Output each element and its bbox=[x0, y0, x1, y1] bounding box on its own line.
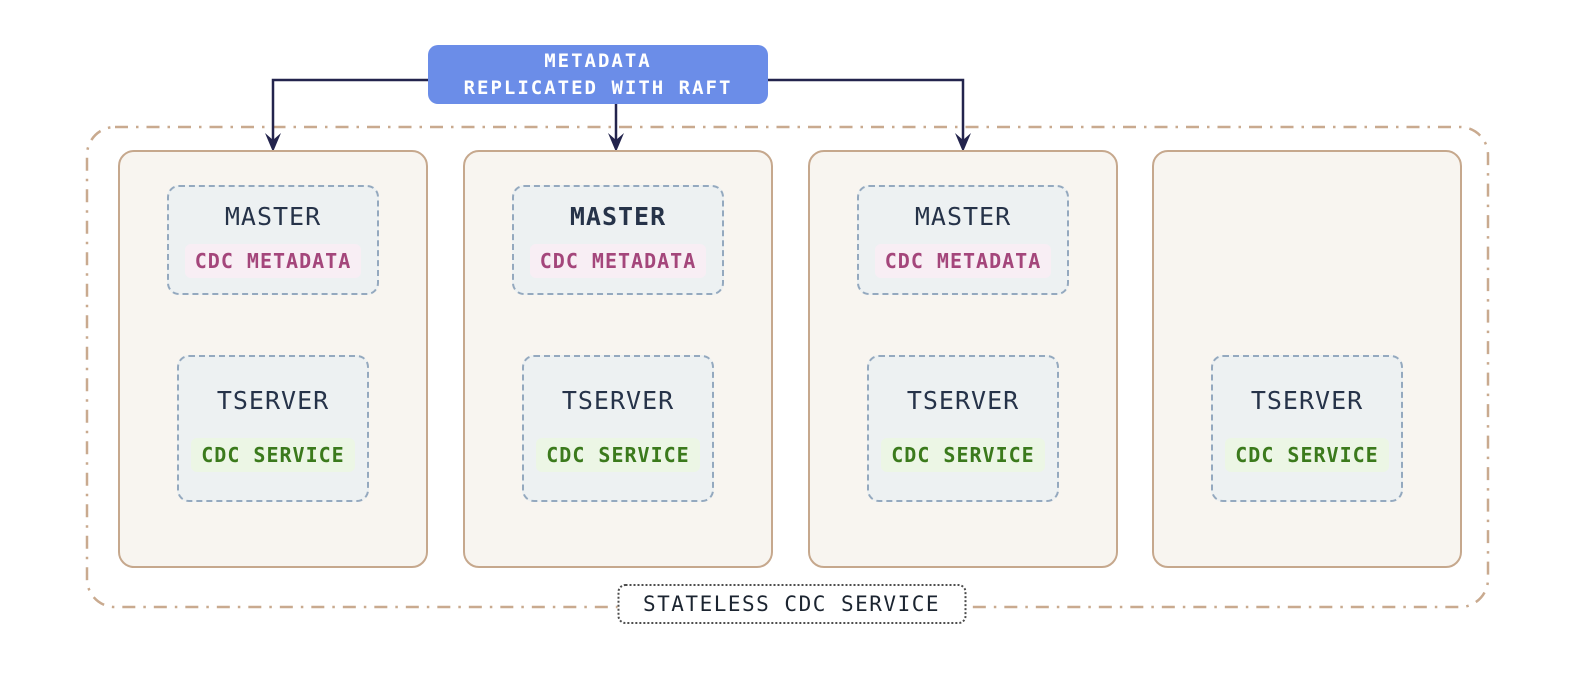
node-2: MASTER CDC METADATA TSERVER CDC SERVICE bbox=[463, 150, 773, 568]
raft-metadata-line2: REPLICATED WITH RAFT bbox=[463, 76, 733, 99]
node-4-tserver-box: TSERVER CDC SERVICE bbox=[1211, 355, 1403, 502]
node-1: MASTER CDC METADATA TSERVER CDC SERVICE bbox=[118, 150, 428, 568]
cdc-metadata-badge: CDC METADATA bbox=[874, 244, 1052, 278]
node-3-tserver-box: TSERVER CDC SERVICE bbox=[867, 355, 1059, 502]
cdc-metadata-badge: CDC METADATA bbox=[529, 244, 707, 278]
cdc-service-badge: CDC SERVICE bbox=[536, 437, 700, 472]
node-1-tserver-box: TSERVER CDC SERVICE bbox=[177, 355, 369, 502]
master-label: MASTER bbox=[569, 202, 667, 231]
node-2-tserver-box: TSERVER CDC SERVICE bbox=[522, 355, 714, 502]
node-1-master-box: MASTER CDC METADATA bbox=[167, 185, 379, 295]
tserver-label: TSERVER bbox=[561, 385, 675, 415]
tserver-label: TSERVER bbox=[216, 385, 330, 415]
cdc-metadata-badge: CDC METADATA bbox=[184, 244, 362, 278]
node-3-master-box: MASTER CDC METADATA bbox=[857, 185, 1069, 295]
raft-metadata-box: METADATA REPLICATED WITH RAFT bbox=[428, 45, 768, 104]
stateless-cdc-service-label: STATELESS CDC SERVICE bbox=[616, 584, 967, 624]
node-2-master-box: MASTER CDC METADATA bbox=[512, 185, 724, 295]
arrowhead-center bbox=[608, 133, 624, 152]
arrowhead-left bbox=[265, 133, 281, 152]
arrowhead-right bbox=[955, 133, 971, 152]
tserver-label: TSERVER bbox=[906, 385, 1020, 415]
arrowheads bbox=[265, 133, 971, 152]
arrow-line-left bbox=[271, 78, 428, 141]
metadata-replication-arrows bbox=[271, 78, 965, 141]
arrow-line-right bbox=[767, 78, 965, 141]
tserver-label: TSERVER bbox=[1250, 385, 1364, 415]
raft-metadata-line1: METADATA bbox=[544, 49, 652, 72]
node-3: MASTER CDC METADATA TSERVER CDC SERVICE bbox=[808, 150, 1118, 568]
node-4: TSERVER CDC SERVICE bbox=[1152, 150, 1462, 568]
cdc-service-badge: CDC SERVICE bbox=[191, 437, 355, 472]
cdc-service-badge: CDC SERVICE bbox=[1225, 437, 1389, 472]
master-label: MASTER bbox=[914, 202, 1012, 231]
master-label: MASTER bbox=[224, 202, 322, 231]
cdc-service-badge: CDC SERVICE bbox=[881, 437, 1045, 472]
